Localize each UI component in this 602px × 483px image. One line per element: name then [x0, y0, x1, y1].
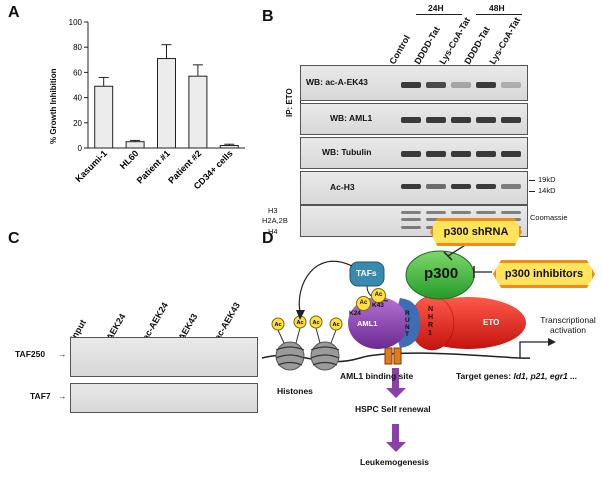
panel-label-a: A: [8, 4, 20, 21]
blot-band: [426, 151, 446, 157]
blot-band: [451, 82, 471, 88]
y-tick-label: 0: [78, 144, 83, 153]
blot-band: [451, 184, 471, 189]
blot-band: [401, 226, 421, 229]
runt-label: RUNT: [405, 310, 410, 338]
acetyl-mark-label: Ac: [274, 322, 281, 328]
blot-band: [501, 211, 521, 214]
panel-label-b: B: [262, 8, 274, 25]
blot-band: [501, 82, 521, 88]
aml1-binding-site: [384, 347, 393, 365]
bracket-24h: [416, 14, 462, 15]
blot-label-ac-aek43: WB: ac-A-EK43: [306, 77, 368, 87]
blot-band: [401, 82, 421, 88]
blot-band: [501, 184, 521, 189]
hspc-label: HSPC Self renewal: [355, 404, 431, 414]
arrow-to-hspc: [392, 368, 399, 388]
bracket-48h: [476, 14, 522, 15]
transcription-arrow: [519, 341, 548, 358]
blot-label-aml1: WB: AML1: [330, 113, 373, 123]
arrow-taf250: →: [58, 349, 67, 359]
blot-band: [451, 151, 471, 157]
blot-band: [426, 82, 446, 88]
marker-19kd: 19kD: [538, 175, 556, 184]
acetyl-mark: [329, 317, 343, 331]
histone-label-h4: H4: [268, 227, 278, 236]
blot-band: [476, 151, 496, 157]
blot-band: [401, 211, 421, 214]
blot-band: [426, 211, 446, 214]
panel-label-c: C: [8, 230, 20, 247]
acetyl-mark: [271, 317, 285, 331]
y-tick-label: 40: [73, 94, 82, 103]
tafs-label: TAFs: [356, 268, 377, 278]
blot-taf7: [70, 383, 258, 413]
nucleosome-2: [310, 341, 340, 371]
acetyl-mark-label: Ac: [332, 322, 339, 328]
nucleosome-1: [275, 341, 305, 371]
blot-label-ac-h3: Ac-H3: [330, 182, 355, 192]
k43-label: K43: [372, 302, 384, 309]
binding-site-label: AML1 binding site: [340, 371, 414, 381]
target-gene-list: Id1, p21, egr1 ...: [513, 371, 578, 381]
blot-band: [476, 211, 496, 214]
ac-badge-k24: Ac: [356, 296, 371, 311]
y-tick-label: 20: [73, 119, 82, 128]
blot-band: [476, 117, 496, 123]
marker-tick-14: [529, 191, 535, 192]
y-tick-label: 80: [73, 43, 82, 52]
blot-label-tubulin: WB: Tubulin: [322, 147, 372, 157]
acetyl-mark-label: Ac: [312, 320, 319, 326]
blot-band: [476, 82, 496, 88]
target-prefix: Target genes:: [456, 371, 512, 381]
blot-band: [426, 184, 446, 189]
row-label-taf250: TAF250: [15, 349, 46, 359]
arrow-to-leuk: [392, 424, 399, 442]
blot-band: [476, 184, 496, 189]
panel-label-d: D: [262, 230, 274, 247]
p300-inhibitors-box: p300 inhibitors: [493, 260, 595, 288]
blot-band: [451, 211, 471, 214]
nhr1-label: NHR1: [428, 306, 434, 337]
blot-taf250: [70, 337, 258, 377]
aml1-label: AML1: [357, 319, 378, 328]
histone-label-h2a2b: H2A,2B: [262, 216, 288, 225]
histones-label: Histones: [277, 386, 313, 396]
ac-badge-k43: Ac: [371, 288, 386, 303]
p300-shrna-box: p300 shRNA: [430, 218, 522, 246]
blot-band: [501, 117, 521, 123]
acetyl-mark-label: Ac: [296, 320, 303, 326]
blot-band: [401, 218, 421, 221]
acetyl-mark: [309, 315, 323, 329]
leukemogenesis-label: Leukemogenesis: [360, 457, 429, 467]
blot-band: [501, 151, 521, 157]
coomassie-label: Coomassie: [530, 213, 568, 222]
k24-label: K24: [349, 310, 361, 317]
acetylation-arrow: [298, 260, 353, 313]
blot-band: [451, 117, 471, 123]
row-label-taf7: TAF7: [30, 391, 51, 401]
arrow-taf7: →: [58, 391, 67, 401]
time-header-48h: 48H: [489, 3, 505, 13]
marker-14kd: 14kD: [538, 186, 556, 195]
p300-label: p300: [424, 265, 459, 282]
histone-label-h3: H3: [268, 206, 278, 215]
blot-band: [401, 151, 421, 157]
y-tick-label: 100: [69, 18, 83, 27]
time-header-24h: 24H: [428, 3, 444, 13]
target-genes-label: Target genes: Id1, p21, egr1 ...: [456, 371, 577, 381]
blot-band: [426, 117, 446, 123]
y-tick-label: 60: [73, 68, 82, 77]
marker-tick-19: [529, 180, 535, 181]
blot-band: [401, 117, 421, 123]
blot-band: [401, 184, 421, 189]
transcription-label: Transcriptional activation: [540, 315, 596, 335]
eto-label: ETO: [483, 318, 500, 327]
